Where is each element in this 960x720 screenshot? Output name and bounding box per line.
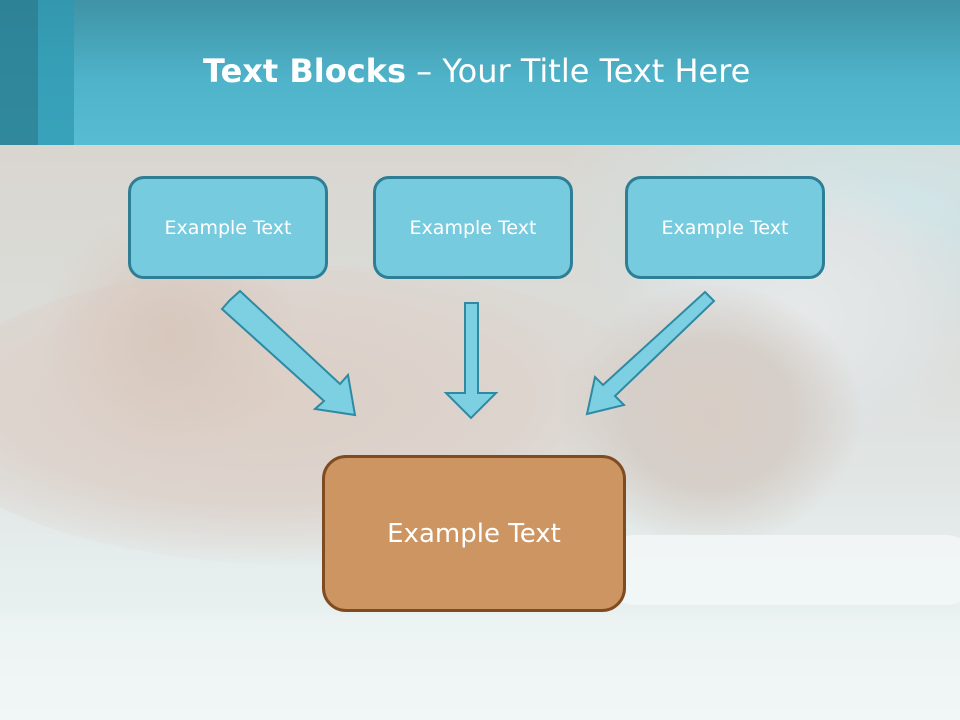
title-banner: Text Blocks – Your Title Text Here <box>0 0 960 145</box>
text-block-2[interactable]: Example Text <box>373 176 573 279</box>
arrow-right <box>585 290 716 416</box>
arrow-center <box>443 302 499 420</box>
slide-title: Text Blocks – Your Title Text Here <box>203 52 750 90</box>
text-block-3-label: Example Text <box>661 216 789 239</box>
main-text-block-label: Example Text <box>387 518 561 549</box>
banner-stripe-light <box>38 0 74 145</box>
title-bold: Text Blocks <box>203 52 406 90</box>
title-rest: – Your Title Text Here <box>406 52 751 90</box>
text-block-1-label: Example Text <box>164 216 292 239</box>
main-text-block[interactable]: Example Text <box>322 455 626 612</box>
banner-stripe-dark <box>0 0 38 145</box>
text-block-3[interactable]: Example Text <box>625 176 825 279</box>
text-block-1[interactable]: Example Text <box>128 176 328 279</box>
arrow-left <box>220 289 357 417</box>
text-block-2-label: Example Text <box>409 216 537 239</box>
